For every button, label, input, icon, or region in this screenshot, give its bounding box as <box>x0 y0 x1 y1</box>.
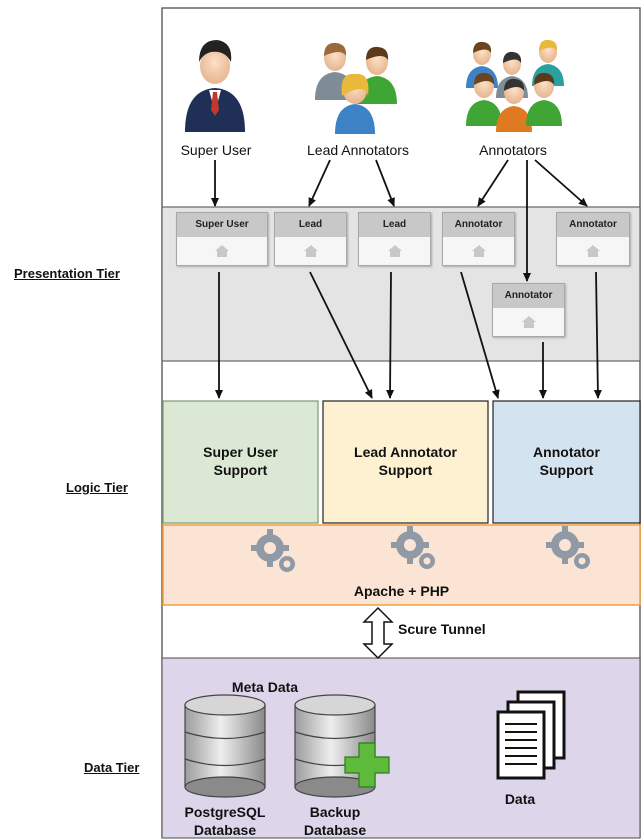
gear-icon <box>391 526 435 569</box>
secure-tunnel-label: Scure Tunnel <box>398 621 486 637</box>
backup-database-label: Backup Database <box>303 804 367 838</box>
home-icon <box>471 245 486 257</box>
tunnel-arrow-icon <box>362 606 394 660</box>
annotators-label: Annotators <box>479 142 547 158</box>
ui-card-title: Lead <box>275 213 346 237</box>
gear-icon <box>251 529 295 572</box>
lead-annotators-label: Lead Annotators <box>307 142 409 158</box>
arrows <box>211 159 602 399</box>
data-tier-label: Data Tier <box>84 760 140 775</box>
annotator-ui-card: Annotator <box>442 212 515 266</box>
annotator-ui-card: Annotator <box>492 283 565 337</box>
annotator-support-box <box>492 400 641 524</box>
presentation-tier-label: Presentation Tier <box>14 266 120 281</box>
postgresql-database-label: PostgreSQL Database <box>184 804 266 838</box>
lead-ui-card: Lead <box>358 212 431 266</box>
home-icon <box>586 245 600 257</box>
ui-card-title: Super User <box>177 213 267 237</box>
annotator-ui-card: Annotator <box>556 212 630 266</box>
annotators-icon <box>466 39 564 132</box>
lead-ui-card: Lead <box>274 212 347 266</box>
home-icon <box>521 316 536 328</box>
ui-card-title: Lead <box>359 213 430 237</box>
annotator-support-label: Annotator Support <box>533 444 600 478</box>
backup-database-icon <box>294 694 390 798</box>
home-icon <box>215 245 229 257</box>
document-stack-icon <box>496 690 566 780</box>
super-user-icon <box>185 40 245 132</box>
home-icon <box>303 245 318 257</box>
meta-data-label: Meta Data <box>231 679 299 695</box>
gear-icon <box>546 526 590 569</box>
super-user-support-label: Super User Support <box>203 444 278 478</box>
ui-card-title: Annotator <box>443 213 514 237</box>
postgresql-database-icon <box>184 694 266 798</box>
apache-php-label: Apache + PHP <box>353 583 450 599</box>
super-user-ui-card: Super User <box>176 212 268 266</box>
data-label: Data <box>504 791 536 807</box>
lead-annotator-support-box <box>322 400 489 524</box>
lead-annotators-icon <box>315 42 397 134</box>
super-user-label: Super User <box>180 142 252 158</box>
super-user-support-box <box>162 400 319 524</box>
lead-annotator-support-label: Lead Annotator Support <box>354 444 457 478</box>
plus-icon <box>344 742 390 788</box>
logic-tier-label: Logic Tier <box>66 480 128 495</box>
ui-card-title: Annotator <box>493 284 564 308</box>
ui-card-title: Annotator <box>557 213 629 237</box>
home-icon <box>387 245 402 257</box>
